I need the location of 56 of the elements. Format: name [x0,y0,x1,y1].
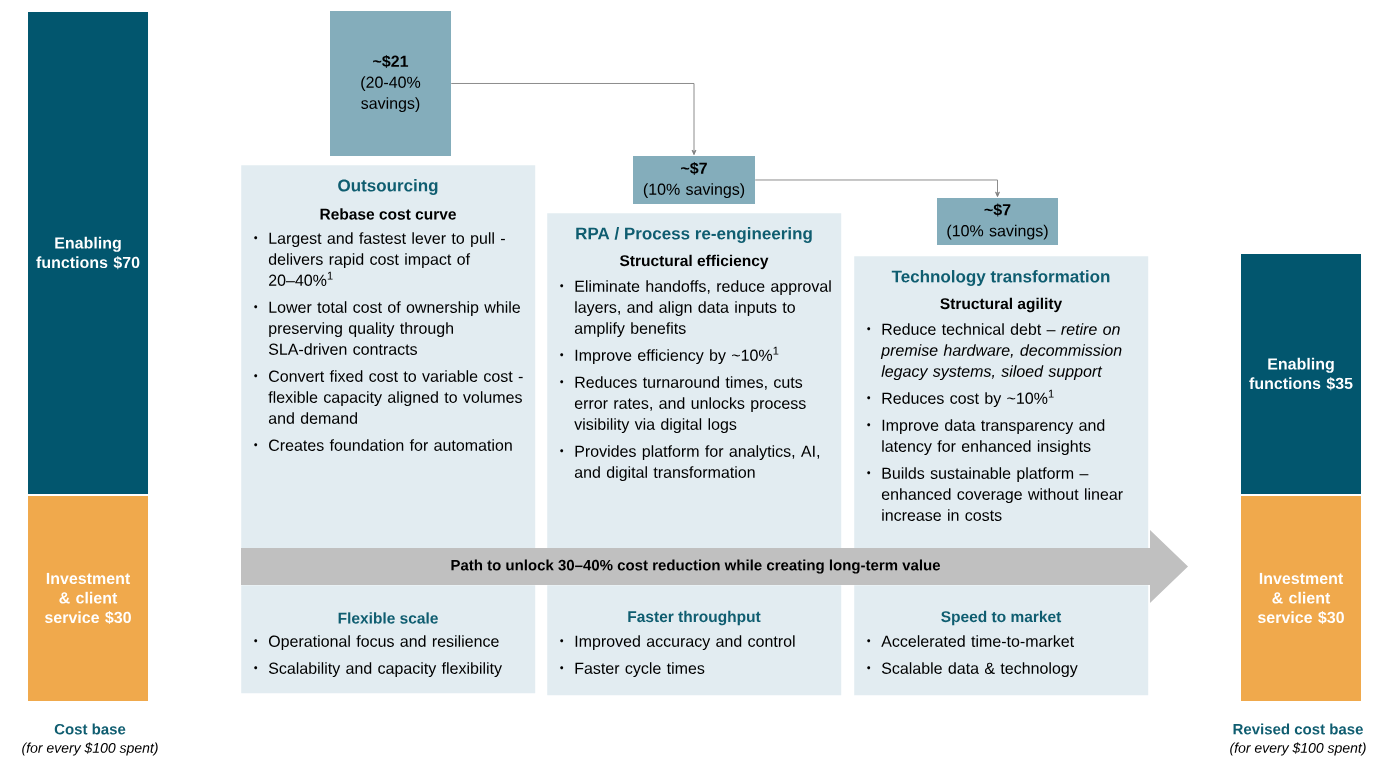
cost-bar [28,12,148,494]
caption-note: (for every $100 spent) [1230,742,1366,756]
cost-bar [1241,254,1361,494]
axis-caption: Revised cost base [1233,723,1363,735]
cost-bar [1241,496,1361,701]
bullet-item: Creates foundation for automation [254,439,512,451]
caption-note: (for every $100 spent) [22,742,158,756]
bullet-item: Reduces cost by ~10%$^{1}$ [867,389,1054,408]
connector-arrow [754,179,1000,198]
bullet-item: Scalable data & technology [867,662,1078,678]
bar-label: Investment & client service $30 [1257,572,1344,625]
benefit-title: Faster throughput [628,610,761,626]
bullet-item: Reduce technical debt – retire on premise hardware, decommission legacy systems, siloed support [867,323,1122,381]
panel-card [241,585,536,694]
savings-box [330,11,451,156]
bullet-item: Convert fixed cost to variable cost - flexible capacity aligned to volumes and demand [254,370,523,424]
benefit-title: Speed to market [941,610,1062,626]
bullet-item: Eliminate handoffs, reduce approval layers, and align data inputs to amplify benefits [560,280,831,338]
panel-card [241,165,536,549]
bullet-item: Largest and fastest lever to pull - delivers rapid cost impact of 20–40%$^{1}$ [254,232,505,286]
bullet-item: Operational focus and resilience [254,635,499,651]
bullet-item: Reduces turnaround times, cuts error rates, and unlocks process visibility via digital logs [560,376,806,434]
lever-title: Outsourcing [338,179,438,195]
axis-caption: Cost base [54,723,126,735]
panel-card [854,256,1149,549]
amount-text: ~$7 [681,161,707,175]
savings-text: (20-40% savings) [361,76,421,113]
savings-box [633,156,755,204]
savings-text: (10% savings) [643,183,745,199]
bullet-item: Improve efficiency by ~10%$^{1}$ [560,346,779,365]
bullet-item: Improve data transparency and latency for enhanced insights [867,419,1105,456]
bullet-item: Provides platform for analytics, AI, and digital transformation [560,445,820,482]
bullet-item: Scalability and capacity flexibility [254,662,502,678]
bar-label: Investment & client service $30 [45,572,131,625]
amount-text: ~$21 [373,54,409,68]
lever-title: Technology transformation [891,270,1110,286]
bullet-item: Improved accuracy and control [560,635,795,651]
connector-arrow [450,83,697,156]
bullet-item: Builds sustainable platform – enhanced coverage without linear increase in costs [867,467,1123,521]
bullet-item: Lower total cost of ownership while preserving quality through SLA-driven contracts [254,301,520,355]
panel-card [547,585,842,696]
cost-bar [28,496,148,701]
bar-label: Enabling functions $70 [36,236,140,270]
lever-title: RPA / Process re-engineering [576,227,812,243]
panel-card [854,585,1149,696]
bullet-item: Faster cycle times [560,662,705,678]
panel-card [547,213,842,549]
bar-label: Enabling functions $35 [1249,357,1353,391]
lever-subtitle: Structural agility [940,297,1063,313]
bullet-item: Accelerated time-to-market [867,635,1074,647]
benefit-title: Flexible scale [338,612,438,624]
lever-subtitle: Structural efficiency [619,254,769,270]
lever-subtitle: Rebase cost curve [320,208,456,220]
savings-text: (10% savings) [947,224,1048,240]
savings-box [937,198,1058,245]
amount-text: ~$7 [984,203,1011,217]
